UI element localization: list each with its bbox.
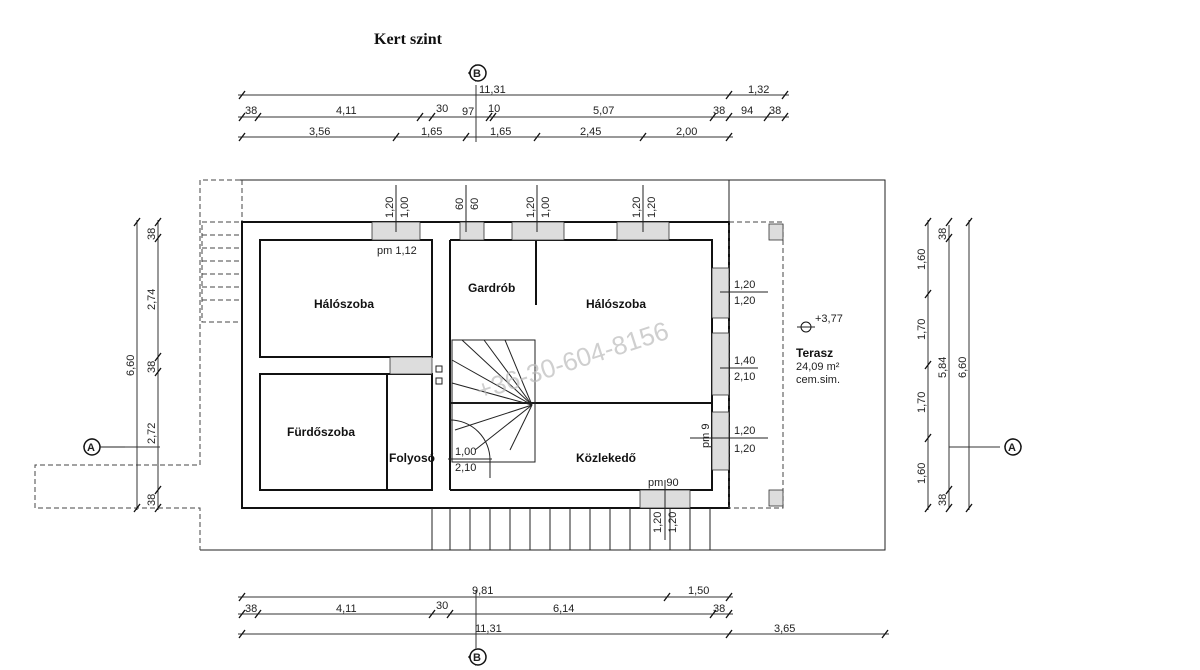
- svg-text:1,20: 1,20: [631, 197, 643, 218]
- svg-text:38: 38: [937, 494, 949, 506]
- svg-text:3,56: 3,56: [309, 126, 330, 138]
- parapet-label: pm 9: [700, 424, 712, 448]
- svg-text:5,84: 5,84: [937, 357, 949, 378]
- svg-text:1,20: 1,20: [652, 512, 664, 533]
- external-stair-left: [201, 221, 243, 323]
- top-dimensions: 11,31 1,32 38 4,11 30 97 10 5,07 38 94 3…: [238, 84, 789, 142]
- section-marker-a-left: A: [83, 438, 125, 456]
- svg-text:6,14: 6,14: [553, 603, 574, 615]
- svg-text:9,81: 9,81: [472, 585, 493, 597]
- svg-text:1,50: 1,50: [688, 585, 709, 597]
- plan-title: Kert szint: [374, 31, 443, 48]
- svg-text:38: 38: [146, 494, 158, 506]
- external-stair-south: [431, 508, 711, 550]
- svg-text:6,60: 6,60: [125, 355, 137, 376]
- svg-text:5,07: 5,07: [593, 105, 614, 117]
- door-swing: [449, 419, 491, 478]
- terrace-name: Terasz: [796, 346, 833, 360]
- svg-text:1,70: 1,70: [916, 319, 928, 340]
- svg-text:1,65: 1,65: [490, 126, 511, 138]
- section-marker-b-bottom: B: [468, 648, 487, 666]
- svg-text:1,20: 1,20: [646, 197, 658, 218]
- top-window-labels: 1,20 1,00 60 60 1,20 1,00 1,20 1,20: [384, 185, 658, 232]
- svg-text:30: 30: [436, 600, 448, 612]
- room-bedroom-left: Hálószoba: [314, 297, 374, 311]
- svg-text:11,31: 11,31: [479, 84, 506, 96]
- svg-text:2,00: 2,00: [676, 126, 697, 138]
- left-dimensions: 6,60 38 2,74 38 2,72 38: [110, 217, 162, 513]
- svg-text:3,65: 3,65: [774, 623, 795, 635]
- svg-text:1,20: 1,20: [525, 197, 537, 218]
- svg-text:1,60: 1,60: [916, 249, 928, 270]
- svg-text:1,20: 1,20: [734, 443, 755, 455]
- room-bathroom: Fürdőszoba: [287, 425, 355, 439]
- svg-text:97: 97: [462, 106, 474, 118]
- svg-text:1,70: 1,70: [916, 392, 928, 413]
- terrace-level: +3,77: [815, 313, 843, 325]
- svg-text:A: A: [87, 442, 95, 454]
- svg-text:1,65: 1,65: [421, 126, 442, 138]
- svg-text:11,31: 11,31: [475, 623, 502, 635]
- svg-text:38: 38: [245, 105, 257, 117]
- section-marker-a-right: A: [1004, 438, 1022, 456]
- svg-text:1,00: 1,00: [540, 197, 552, 218]
- svg-text:1,60: 1,60: [916, 463, 928, 484]
- svg-text:4,11: 4,11: [336, 603, 357, 615]
- svg-text:94: 94: [741, 105, 753, 117]
- parapet-label: pm 1,12: [377, 245, 417, 257]
- svg-text:2,74: 2,74: [146, 289, 158, 310]
- svg-text:1,40: 1,40: [734, 355, 755, 367]
- svg-text:1,32: 1,32: [748, 84, 769, 96]
- site-outline: [34, 179, 886, 551]
- svg-text:60: 60: [469, 198, 481, 210]
- parapet-label: pm 90: [648, 477, 679, 489]
- watermark: +36-30-604-8156: [473, 315, 673, 405]
- svg-text:38: 38: [245, 603, 257, 615]
- section-marker-b-top: B: [468, 64, 487, 82]
- svg-text:6,60: 6,60: [957, 357, 969, 378]
- svg-text:10: 10: [488, 103, 500, 115]
- svg-text:30: 30: [436, 103, 448, 115]
- svg-text:1,00: 1,00: [399, 197, 411, 218]
- svg-text:38: 38: [769, 105, 781, 117]
- svg-text:4,11: 4,11: [336, 105, 357, 117]
- room-bedroom-right: Hálószoba: [586, 297, 646, 311]
- svg-text:B: B: [473, 652, 481, 664]
- svg-text:1,20: 1,20: [734, 279, 755, 291]
- svg-text:A: A: [1008, 442, 1016, 454]
- svg-text:38: 38: [713, 603, 725, 615]
- svg-text:1,00: 1,00: [455, 446, 476, 458]
- internal-stair: [451, 339, 536, 463]
- svg-text:1,20: 1,20: [384, 197, 396, 218]
- room-wardrobe: Gardrób: [468, 281, 515, 295]
- svg-text:2,45: 2,45: [580, 126, 601, 138]
- svg-text:1,20: 1,20: [667, 512, 679, 533]
- bottom-opening-label: 1,20 1,20: [652, 480, 679, 540]
- room-corridor: Folyosó: [389, 451, 435, 465]
- svg-text:B: B: [473, 68, 481, 80]
- terrace-area: 24,09 m²: [796, 361, 840, 373]
- door-label: 1,00 2,10: [448, 446, 492, 474]
- svg-text:38: 38: [146, 361, 158, 373]
- svg-text:38: 38: [146, 228, 158, 240]
- terrace-finish: cem.sim.: [796, 374, 840, 386]
- svg-text:38: 38: [937, 228, 949, 240]
- svg-text:2,10: 2,10: [455, 462, 476, 474]
- right-dimensions: 1,60 1,70 1,70 1,60 38 5,84 38 6,60: [916, 217, 1000, 513]
- building-walls: [241, 221, 730, 509]
- svg-text:38: 38: [713, 105, 725, 117]
- svg-text:2,10: 2,10: [734, 371, 755, 383]
- room-hallway: Közlekedő: [576, 451, 636, 465]
- bottom-dimensions: 9,81 1,50 38 4,11 30 6,14 38 11,31 3,65: [238, 585, 889, 648]
- svg-text:1,20: 1,20: [734, 425, 755, 437]
- svg-text:2,72: 2,72: [146, 423, 158, 444]
- right-opening-labels: 1,20 1,20 1,40 2,10 1,20 1,20: [690, 279, 768, 455]
- terrace: [728, 221, 815, 509]
- svg-text:1,20: 1,20: [734, 295, 755, 307]
- svg-text:60: 60: [454, 198, 466, 210]
